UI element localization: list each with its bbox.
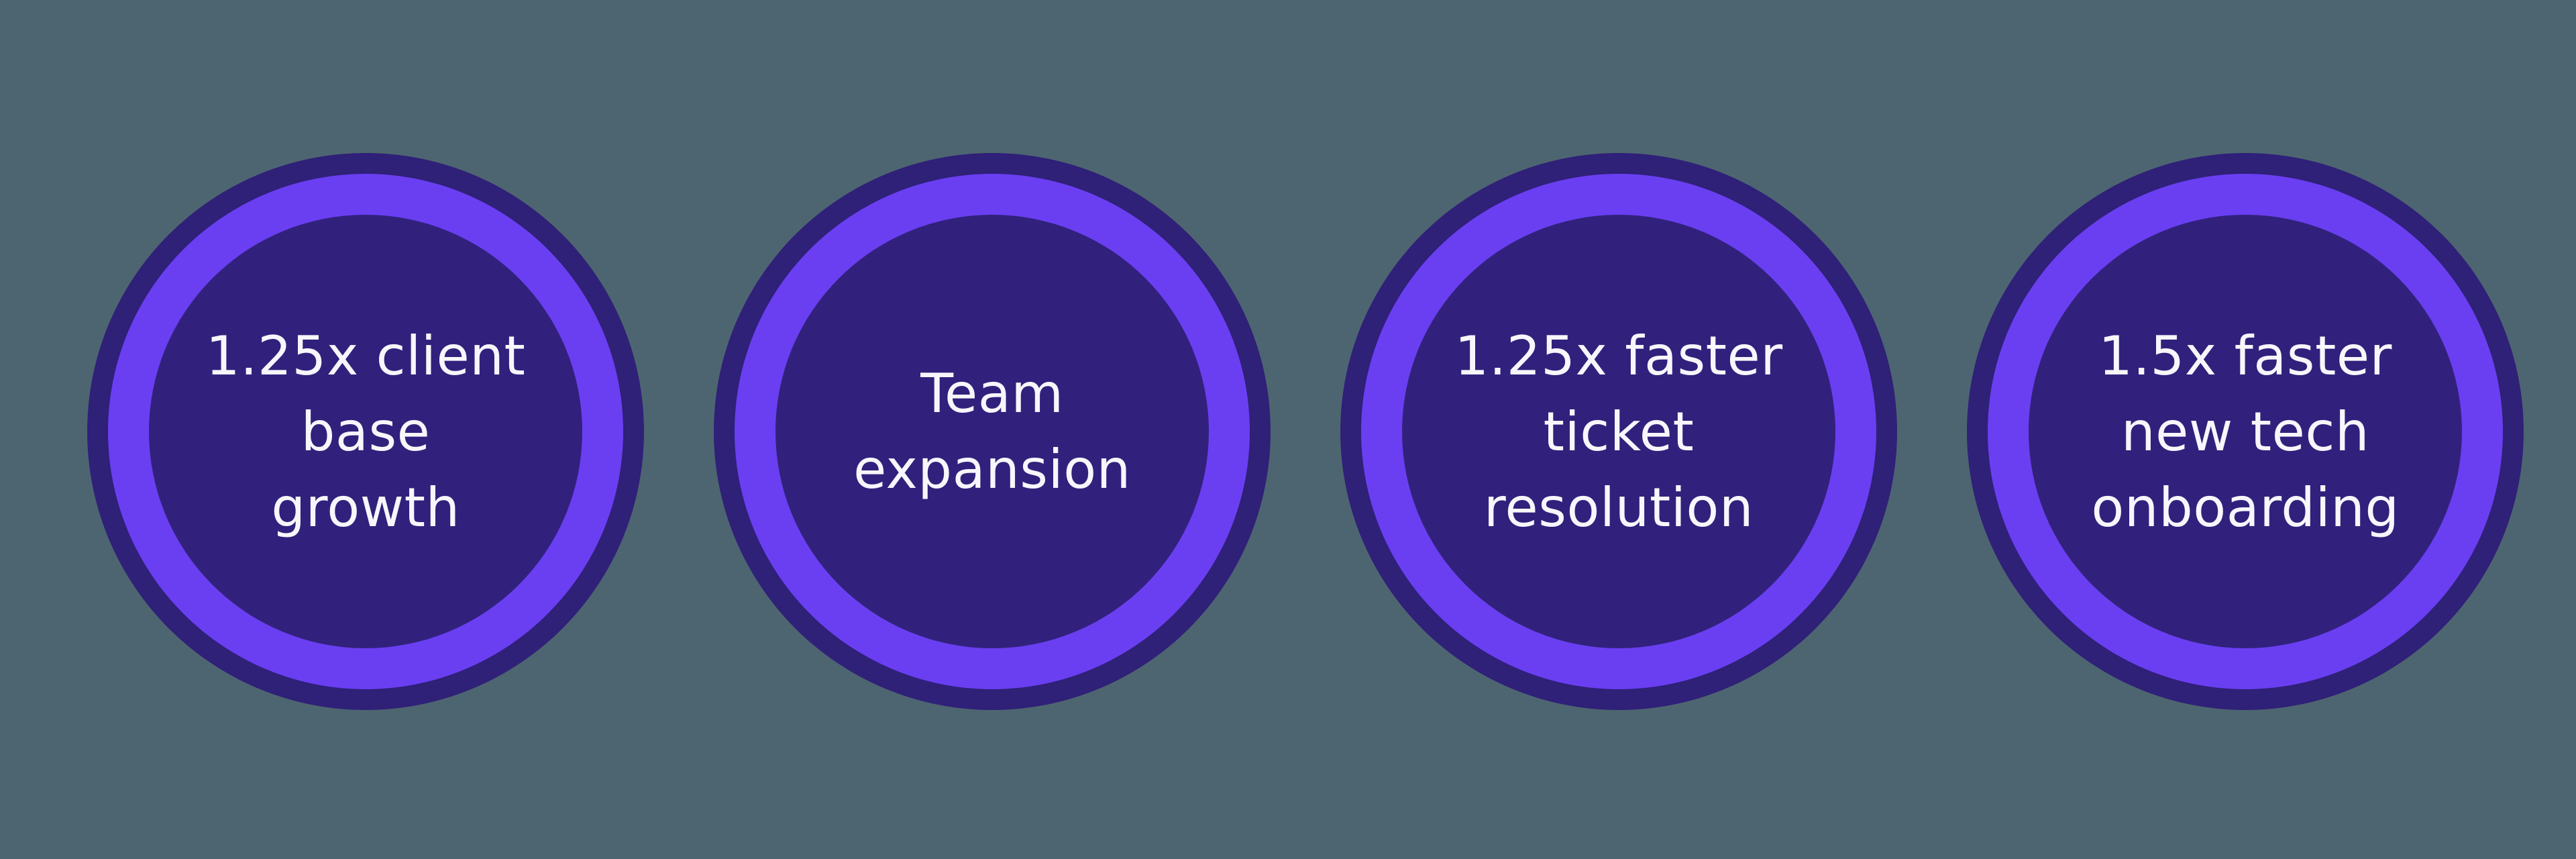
stat-label-client-base-growth: 1.25x client base growth	[205, 324, 526, 539]
circle-inner-disc: 1.25x client base growth	[149, 215, 582, 648]
stat-label-team-expansion: Team expansion	[853, 362, 1131, 501]
stat-label-new-tech-onboarding: 1.5x faster new tech onboarding	[2091, 324, 2400, 539]
circle-inner-disc: 1.25x faster ticket resolution	[1402, 215, 1835, 648]
circle-inner-disc: Team expansion	[775, 215, 1209, 648]
stat-circle-team-expansion: Team expansion	[714, 153, 1271, 710]
stat-label-ticket-resolution: 1.25x faster ticket resolution	[1454, 324, 1783, 539]
stat-circle-ticket-resolution: 1.25x faster ticket resolution	[1340, 153, 1897, 710]
circle-inner-disc: 1.5x faster new tech onboarding	[2029, 215, 2462, 648]
stat-circle-client-base-growth: 1.25x client base growth	[87, 153, 644, 710]
stat-circle-new-tech-onboarding: 1.5x faster new tech onboarding	[1967, 153, 2524, 710]
